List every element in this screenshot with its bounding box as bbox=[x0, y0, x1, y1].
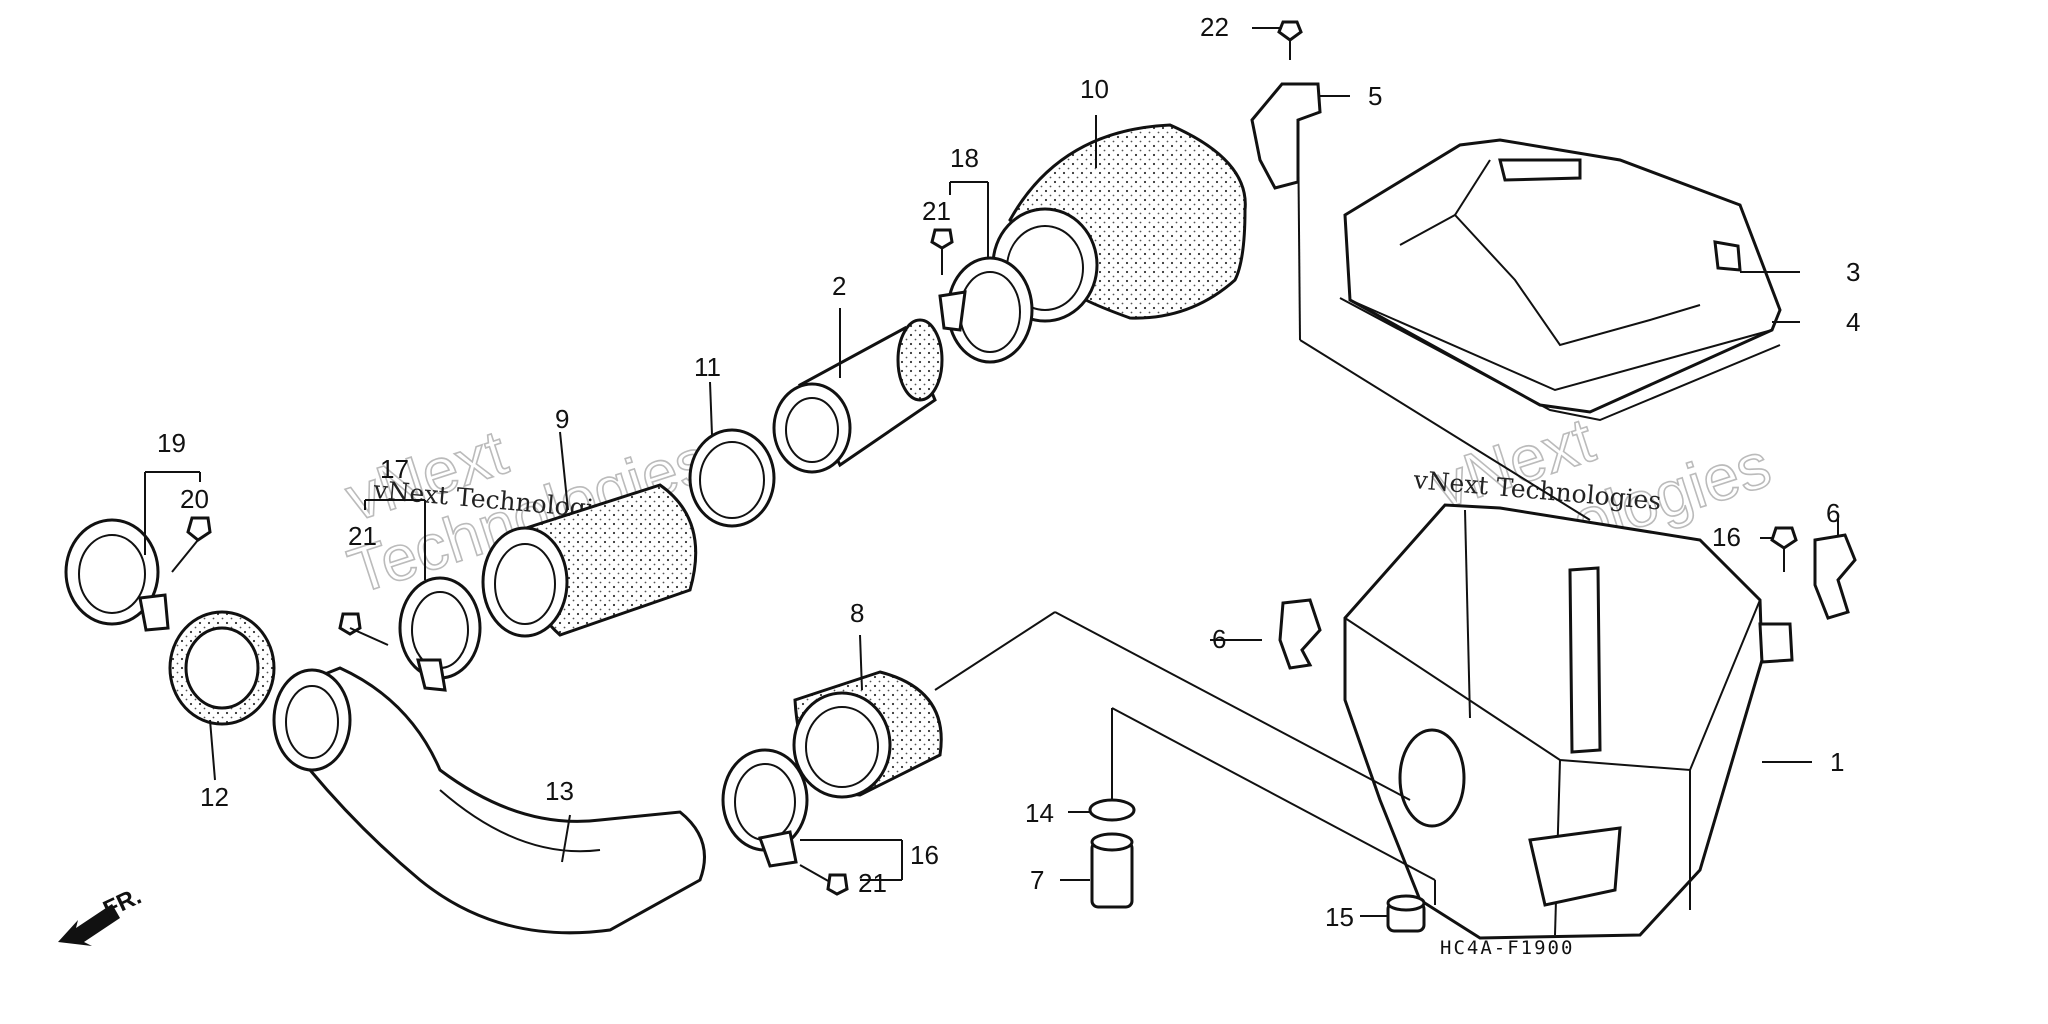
band-20 bbox=[938, 256, 1034, 364]
bracket bbox=[1250, 82, 1322, 190]
callout-16: 16 bbox=[1712, 522, 1741, 552]
air-cleaner-cover bbox=[1343, 138, 1782, 414]
callout-6-right: 6 bbox=[1826, 498, 1840, 528]
callout-1: 1 bbox=[1830, 747, 1844, 777]
callout-18: 17 bbox=[380, 454, 409, 484]
collar bbox=[1090, 832, 1134, 909]
callout-17: 16 bbox=[910, 840, 939, 870]
callout-13: 13 bbox=[545, 776, 574, 806]
screw-21-band18 bbox=[338, 612, 389, 646]
callout-12: 12 bbox=[200, 782, 229, 812]
screw-21-band20 bbox=[930, 228, 954, 275]
callout-21-upper: 21 bbox=[922, 196, 951, 226]
callout-4: 4 bbox=[1846, 307, 1860, 337]
clip-left bbox=[1278, 598, 1322, 670]
callout-10: 10 bbox=[1080, 74, 1109, 104]
screw-21-band17 bbox=[799, 864, 849, 896]
intake-duct bbox=[272, 666, 706, 935]
band-17 bbox=[721, 748, 809, 868]
callout-9: 9 bbox=[555, 404, 569, 434]
connecting-joint bbox=[772, 318, 944, 474]
band-18 bbox=[398, 576, 482, 692]
callout-20: 18 bbox=[950, 143, 979, 173]
callout-21-left: 21 bbox=[348, 521, 377, 551]
callouts: 3 4 5 22 10 18 21 2 11 9 17 21 19 20 12 … bbox=[157, 12, 1860, 932]
callout-21-far-left: 20 bbox=[180, 484, 209, 514]
band-19 bbox=[64, 518, 170, 632]
rubber-seal bbox=[168, 610, 276, 726]
callout-14: 14 bbox=[1025, 798, 1054, 828]
callout-21-lower: 21 bbox=[858, 868, 887, 898]
connecting-tube bbox=[792, 670, 943, 799]
callout-5: 5 bbox=[1368, 81, 1382, 111]
air-inlet-tube bbox=[481, 483, 698, 638]
callout-8: 8 bbox=[850, 598, 864, 628]
callout-2: 2 bbox=[832, 271, 846, 301]
screw-21-duct bbox=[171, 516, 212, 573]
rubber-grommet bbox=[1386, 894, 1426, 933]
drawing-code: HC4A-F1900 bbox=[1440, 937, 1574, 959]
leader-lines bbox=[144, 27, 1839, 917]
clip-ring bbox=[1088, 798, 1136, 822]
packing bbox=[1339, 297, 1781, 422]
callout-15: 15 bbox=[1325, 902, 1354, 932]
callout-7: 7 bbox=[1030, 865, 1044, 895]
callout-22: 22 bbox=[1200, 12, 1229, 42]
callout-11: 11 bbox=[694, 352, 721, 382]
callout-3: 3 bbox=[1846, 257, 1860, 287]
front-direction-arrow-icon bbox=[58, 904, 120, 946]
callout-19: 19 bbox=[157, 428, 186, 458]
callout-6-left: 6 bbox=[1212, 624, 1226, 654]
seal-ring bbox=[688, 428, 776, 528]
screw-16 bbox=[1770, 526, 1798, 572]
screw-22 bbox=[1277, 20, 1303, 60]
clip-right bbox=[1813, 533, 1857, 620]
air-cleaner-case bbox=[1343, 503, 1794, 940]
